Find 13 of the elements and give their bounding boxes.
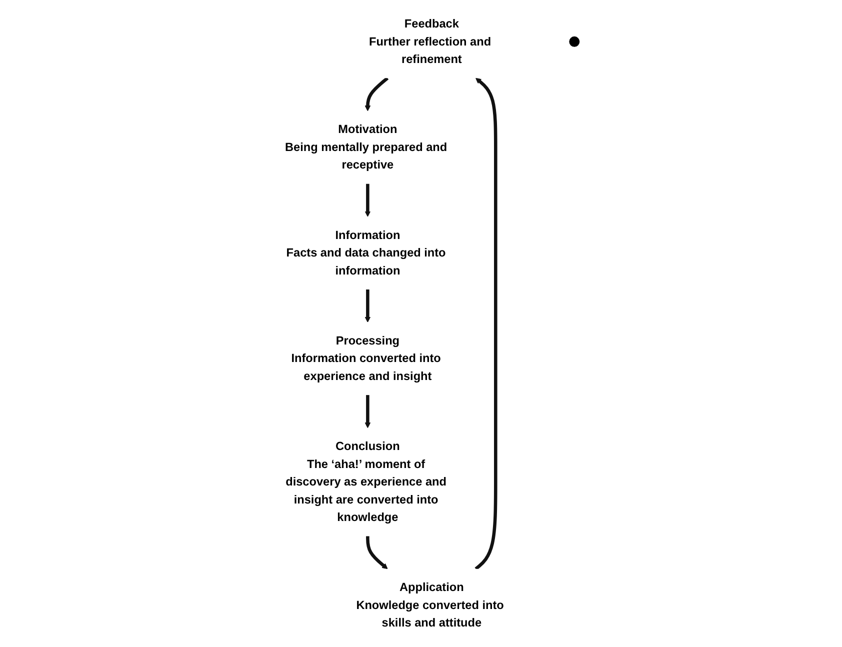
arrow bbox=[364, 289, 371, 322]
node-text: Motivation Being mentally prepared and receptive bbox=[284, 122, 448, 172]
node-text: Processing Information converted into experience and insight bbox=[291, 334, 441, 383]
arrow bbox=[364, 395, 371, 428]
node-text: Feedback Further reflection and refinement bbox=[368, 17, 492, 66]
node-circle bbox=[569, 36, 580, 47]
arrow bbox=[364, 76, 389, 112]
arrow bbox=[364, 184, 371, 217]
node-text: Information Facts and data changed into information bbox=[286, 228, 446, 277]
node-text: Conclusion The ‘aha!’ moment of discovery as experience and insight are converted into knowledge bbox=[286, 440, 446, 524]
node-text: Application Knowledge converted into skills and attitude bbox=[356, 580, 504, 630]
arrow bbox=[366, 536, 388, 570]
arrow bbox=[474, 78, 498, 570]
